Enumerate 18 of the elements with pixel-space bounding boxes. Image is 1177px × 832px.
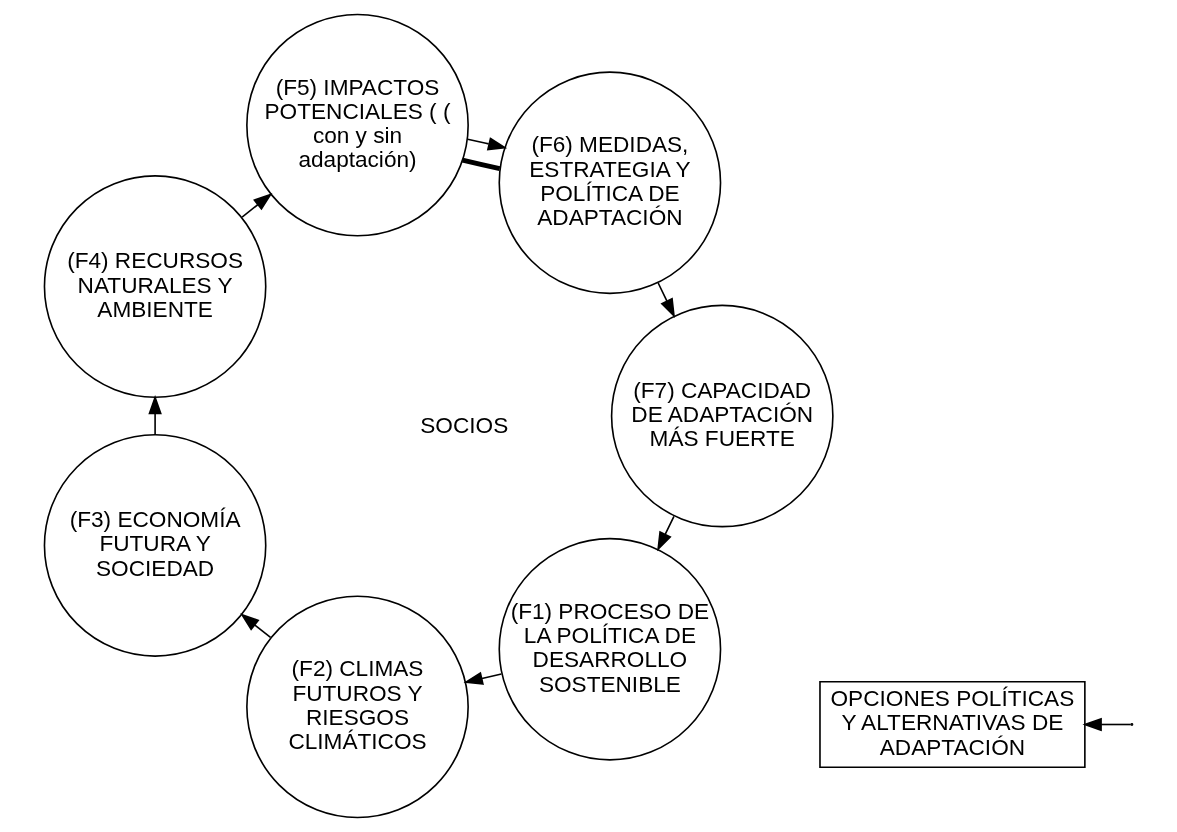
node-circle: (F5) IMPACTOS POTENCIALES ( ( con y sin adaptación) [246, 13, 469, 237]
arrow [1082, 717, 1132, 732]
arrow [657, 515, 675, 552]
connector [461, 157, 501, 172]
node-circle: (F7) CAPACIDAD DE ADAPTACIÓN MÁS FUERTE [610, 304, 834, 528]
node-circle: (F4) RECURSOS NATURALES Y AMBIENTE [43, 175, 267, 398]
node-box: OPCIONES POLÍTICAS Y ALTERNATIVAS DE ADAPTACIÓN [819, 680, 1086, 769]
node-circle: (F1) PROCESO DE LA POLÍTICA DE DESARROLLO SOSTENIBLE [498, 537, 722, 761]
arrow [148, 394, 162, 435]
arrow [463, 671, 503, 685]
node-circle: (F6) MEDIDAS, ESTRATEGIA Y POLÍTICA DE ADAPTACIÓN [498, 71, 722, 295]
node-text: SOCIOS [420, 413, 509, 439]
arrow [466, 137, 508, 151]
node-circle: (F2) CLIMAS FUTUROS Y RIESGOS CLIMÁTICOS [246, 595, 469, 819]
arrow [240, 613, 272, 639]
arrow [657, 282, 676, 318]
node-circle: (F3) ECONOMÍA FUTURA Y SOCIEDAD [43, 434, 267, 657]
arrow [241, 192, 273, 218]
